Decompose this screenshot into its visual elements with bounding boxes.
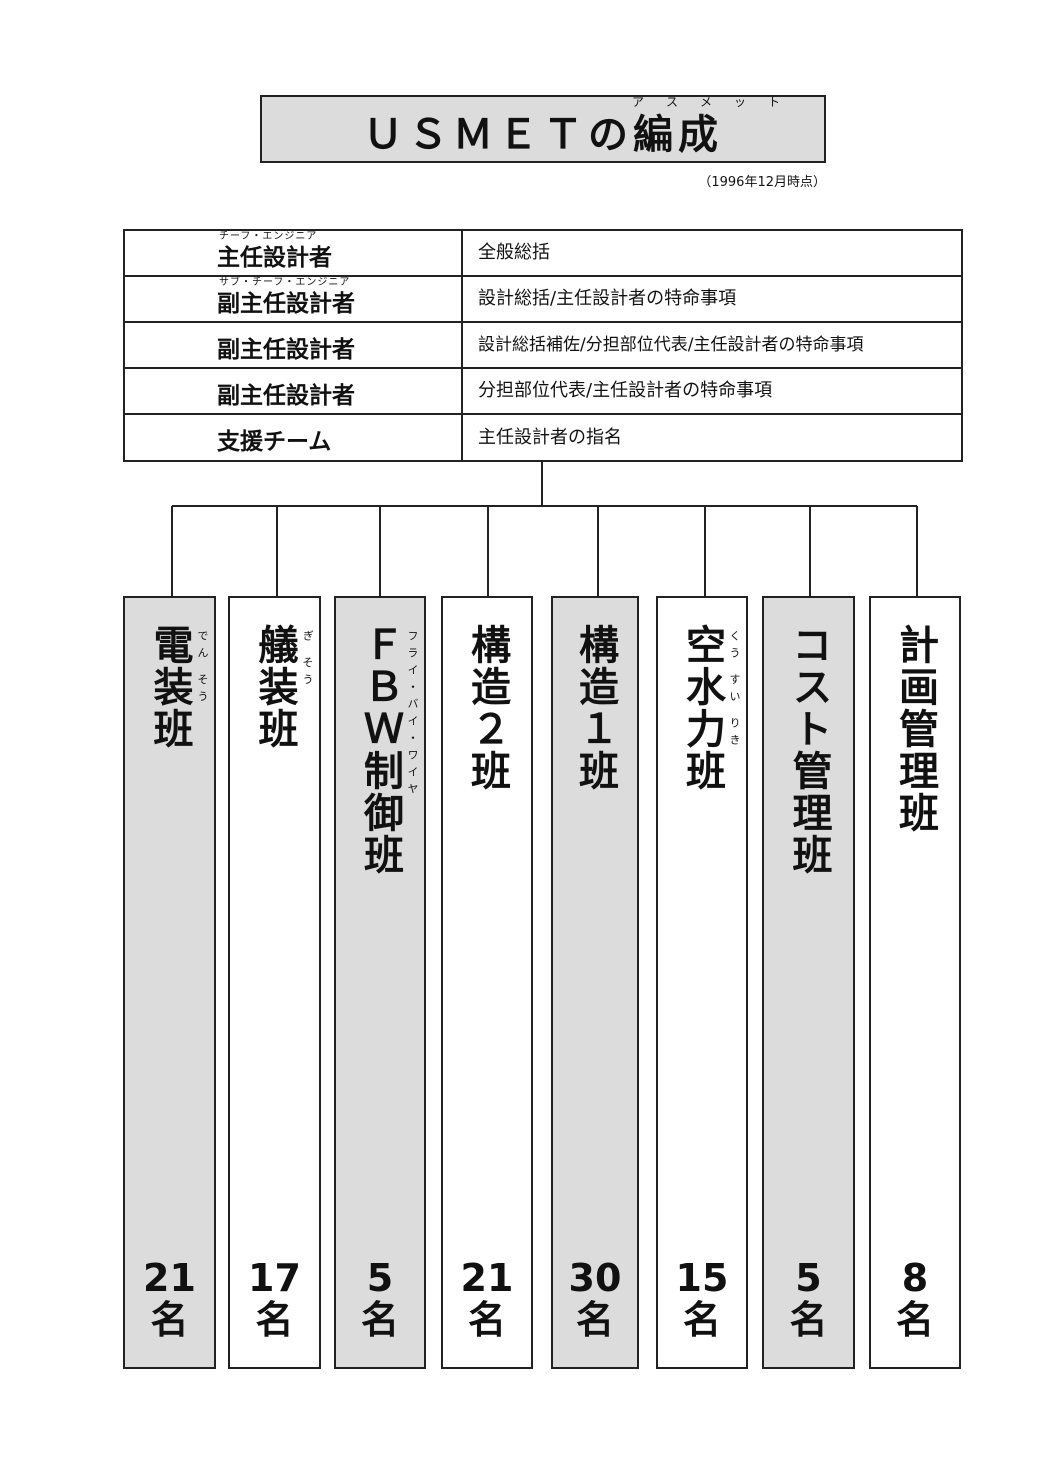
- team-count-unit: 名: [360, 1298, 399, 1342]
- role-row: サブ・チーフ・エンジニア 副主任設計者 設計総括/主任設計者の特命事項: [125, 277, 961, 323]
- team-name-wrap: 空水力班: [658, 624, 746, 792]
- team-name: 艤装班: [251, 624, 298, 750]
- title-ruby: アスメット: [632, 95, 803, 109]
- role-ruby: サブ・チーフ・エンジニア: [219, 277, 351, 288]
- team-count-number: 21: [460, 1256, 514, 1300]
- role-title-cell: サブ・チーフ・エンジニア 副主任設計者: [125, 277, 463, 321]
- team-name: 電装班: [146, 624, 193, 750]
- team-count-number: 30: [568, 1256, 622, 1300]
- team-ruby: でん そう: [196, 630, 209, 708]
- team-name-wrap: 電装班: [125, 624, 214, 750]
- role-duty: 設計総括/主任設計者の特命事項: [478, 288, 737, 309]
- role-title-cell: 副主任設計者: [125, 369, 463, 413]
- team-count-unit: 名: [895, 1298, 934, 1342]
- team-ruby: ぎ そう: [301, 630, 314, 691]
- team-name: 空水力班: [679, 624, 725, 792]
- team-count-unit: 名: [467, 1298, 506, 1342]
- team-ruby: フライ・バイ・ワイヤ: [406, 630, 419, 800]
- role-title: 副主任設計者: [217, 383, 355, 409]
- role-duty: 全般総括: [478, 242, 550, 263]
- role-title-cell: 支援チーム: [125, 415, 463, 460]
- team-ruby: くう すい りき: [728, 630, 741, 751]
- team-count-unit: 名: [789, 1298, 828, 1342]
- role-table: チーフ・エンジニア 主任設計者 全般総括 サブ・チーフ・エンジニア 副主任設計者…: [123, 229, 963, 462]
- team-count-unit: 名: [575, 1298, 614, 1342]
- team-name-wrap: 構造１班: [553, 624, 637, 792]
- connector-lines: [171, 460, 918, 596]
- role-title-cell: チーフ・エンジニア 主任設計者: [125, 231, 463, 275]
- team-name-wrap: ＦＢＷ制御班: [336, 624, 424, 876]
- team-count-number: 17: [248, 1256, 301, 1300]
- page-title: ＵＳＭＥＴの編成: [363, 112, 723, 158]
- role-title: 副主任設計者: [217, 337, 355, 363]
- team-count-number: 5: [795, 1256, 822, 1300]
- role-title: 副主任設計者: [217, 291, 355, 317]
- role-row: 支援チーム 主任設計者の指名: [125, 415, 961, 460]
- team-name-wrap: 艤装班: [230, 624, 319, 750]
- role-row: 副主任設計者 設計総括補佐/分担部位代表/主任設計者の特命事項: [125, 323, 961, 369]
- role-title: 支援チーム: [217, 429, 332, 455]
- team-count-number: 21: [143, 1256, 196, 1300]
- team-name-wrap: 計画管理班: [871, 624, 959, 834]
- role-duty: 設計総括補佐/分担部位代表/主任設計者の特命事項: [478, 335, 864, 355]
- team-count-number: 5: [366, 1256, 394, 1300]
- team-count-unit: 名: [150, 1298, 189, 1342]
- team-name-wrap: 構造２班: [443, 624, 531, 792]
- team-name: コスト管理班: [785, 624, 832, 876]
- team-count-unit: 名: [682, 1298, 721, 1342]
- team-count-number: 8: [901, 1256, 929, 1300]
- role-title-cell: 副主任設計者: [125, 323, 463, 367]
- role-row: 副主任設計者 分担部位代表/主任設計者の特命事項: [125, 369, 961, 415]
- role-title: 主任設計者: [217, 245, 332, 271]
- title-box: アスメット ＵＳＭＥＴの編成: [260, 95, 826, 163]
- team-count-unit: 名: [255, 1298, 294, 1342]
- team-name: ＦＢＷ制御班: [357, 624, 403, 876]
- role-row: チーフ・エンジニア 主任設計者 全般総括: [125, 231, 961, 277]
- team-name: 構造１班: [572, 624, 618, 792]
- team-name: 計画管理班: [892, 624, 938, 834]
- date-note: （1996年12月時点）: [698, 175, 826, 190]
- team-name: 構造２班: [464, 624, 510, 792]
- role-duty: 分担部位代表/主任設計者の特命事項: [478, 380, 773, 401]
- team-name-wrap: コスト管理班: [764, 624, 853, 876]
- role-ruby: チーフ・エンジニア: [219, 231, 318, 242]
- role-duty: 主任設計者の指名: [478, 426, 622, 448]
- team-count-number: 15: [675, 1256, 729, 1300]
